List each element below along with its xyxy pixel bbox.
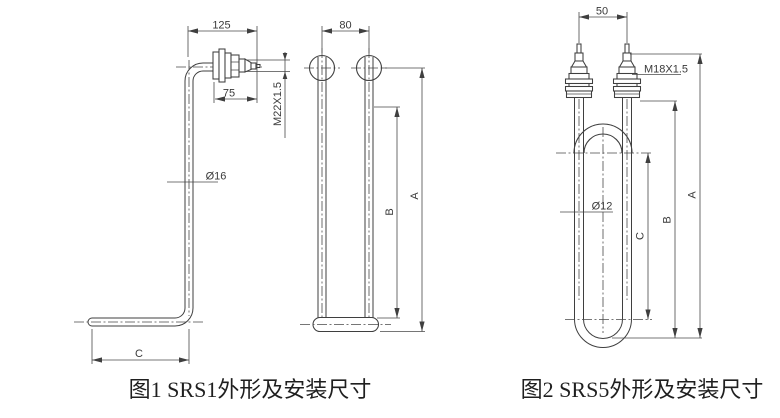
dim-b-label: B: [662, 216, 674, 223]
dim-b-label: B: [384, 208, 396, 215]
dim-c-label: C: [135, 348, 143, 360]
terminal-right: [612, 43, 642, 99]
figure1-caption: 图1 SRS1外形及安装尺寸: [129, 377, 372, 402]
dim-a-label: A: [409, 192, 421, 200]
figure2-caption: 图2 SRS5外形及安装尺寸: [521, 377, 764, 402]
dim-c-label: C: [635, 232, 647, 240]
dim-c: C: [635, 153, 651, 320]
dim-c: C: [91, 329, 190, 364]
dim-a: A: [630, 53, 703, 338]
dim-b: B: [640, 100, 678, 338]
rear-arch-outer: [573, 123, 633, 154]
thread-spec-label: M22X1.5: [272, 82, 284, 126]
mounting-fitting: [212, 48, 261, 83]
srs5-view: 50 M18X1.5 Ø12 A B C: [556, 6, 703, 348]
dim-125-label: 125: [212, 20, 230, 32]
dim-50-label: 50: [596, 6, 608, 18]
dim-75-label: 75: [223, 88, 235, 100]
dim-80: 80: [321, 20, 370, 53]
terminal-left: [564, 43, 594, 99]
srs1-side-view: 125 75 M22X1.5 Ø16 C: [74, 20, 290, 364]
dim-80-label: 80: [339, 20, 351, 32]
dim-b-front: B: [374, 106, 400, 319]
diameter-label: Ø12: [592, 201, 613, 213]
dim-a-label: A: [687, 191, 699, 199]
dim-thread-m22: M22X1.5: [246, 52, 290, 138]
dim-diameter-12: Ø12: [560, 201, 613, 213]
dim-thread-m18: M18X1.5: [632, 64, 688, 76]
dim-125: 125: [187, 20, 258, 103]
srs1-front-view: 80 A B: [300, 20, 425, 333]
diameter-label: Ø16: [206, 171, 227, 183]
dim-a-front: A: [380, 67, 425, 332]
thread-spec-label: M18X1.5: [644, 64, 688, 76]
dim-50: 50: [578, 6, 628, 43]
dim-diameter-16: Ø16: [167, 171, 226, 183]
dim-75: 75: [213, 82, 257, 103]
